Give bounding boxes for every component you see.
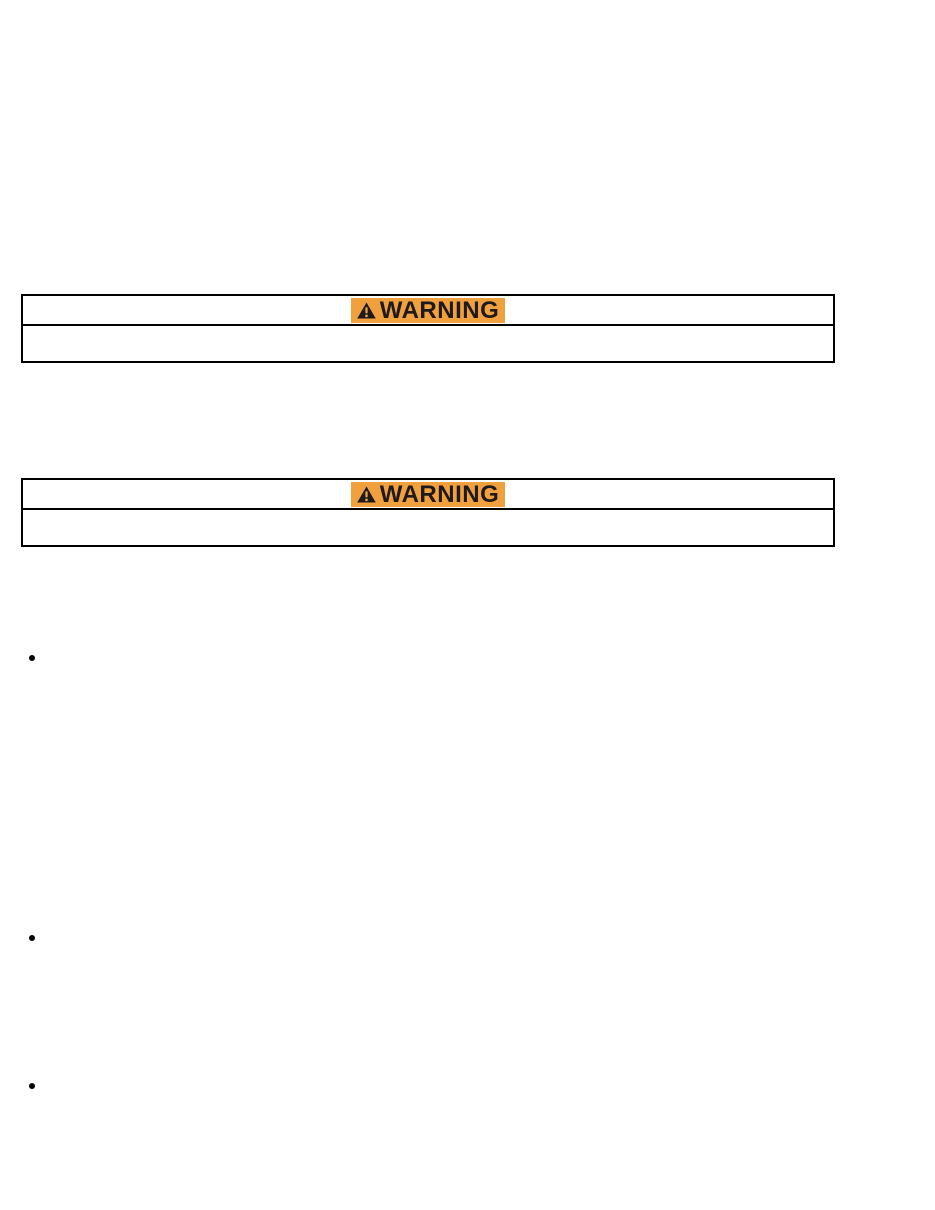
warning-label: WARNING: [379, 480, 500, 508]
warning-box-2: WARNING: [21, 478, 835, 547]
warning-box-2-body: [23, 510, 833, 545]
warning-box-1-header: WARNING: [23, 296, 833, 326]
warning-box-1: WARNING: [21, 294, 835, 363]
warning-triangle-icon: [356, 486, 376, 502]
warning-box-1-body: [23, 326, 833, 361]
list-item: [29, 1080, 429, 1092]
warning-banner: WARNING: [351, 480, 505, 508]
warning-label: WARNING: [379, 296, 500, 324]
warning-banner: WARNING: [351, 296, 505, 324]
warning-box-2-header: WARNING: [23, 480, 833, 510]
warning-triangle-icon: [356, 302, 376, 318]
bullet-icon: [29, 935, 35, 941]
list-item: [29, 932, 429, 944]
bullet-icon: [29, 655, 35, 661]
bullet-icon: [29, 1083, 35, 1089]
list-item: [29, 652, 429, 664]
